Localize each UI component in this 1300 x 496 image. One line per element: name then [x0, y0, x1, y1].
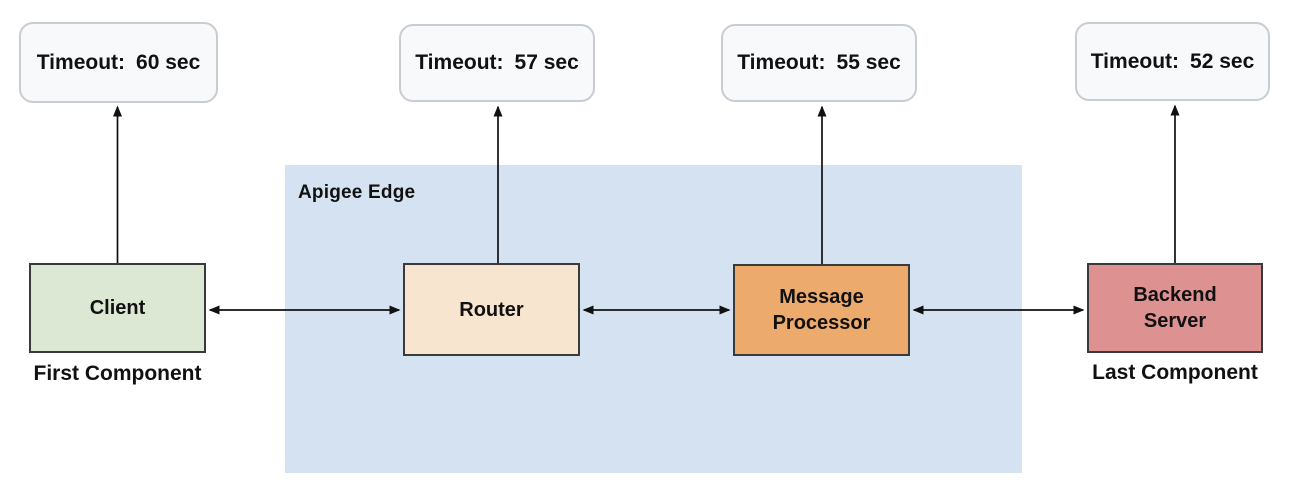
- backend-server-box: Backend Server: [1087, 263, 1263, 353]
- timeout-value: 57 sec: [514, 51, 579, 74]
- apigee-edge-label: Apigee Edge: [298, 182, 416, 203]
- first-component-caption: First Component: [33, 362, 202, 385]
- timeout-label: Timeout:: [36, 50, 126, 74]
- apigee-edge-region: Apigee Edge: [285, 165, 1022, 473]
- client-label: Client: [89, 297, 146, 319]
- router-label: Router: [459, 298, 524, 321]
- timeout-label: Timeout:: [737, 51, 826, 74]
- client-box: Client: [29, 263, 206, 353]
- timeout-value: 52 sec: [1190, 49, 1255, 73]
- message-processor-label: Message Processor: [772, 286, 871, 334]
- router-box: Router: [403, 263, 580, 356]
- timeout-label: Timeout:: [1090, 49, 1180, 73]
- timeout-label: Timeout:: [415, 51, 504, 74]
- timeout-box-router: Timeout: 57 sec: [399, 24, 595, 102]
- timeout-box-client: Timeout: 60 sec: [19, 22, 218, 103]
- timeout-box-backend-server: Timeout: 52 sec: [1075, 22, 1270, 101]
- timeout-value: 55 sec: [836, 51, 901, 74]
- last-component-caption: Last Component: [1092, 361, 1258, 384]
- timeout-box-message-processor: Timeout: 55 sec: [721, 24, 917, 102]
- timeout-value: 60 sec: [136, 50, 201, 74]
- message-processor-box: Message Processor: [733, 264, 910, 356]
- backend-server-label: Backend Server: [1133, 284, 1217, 332]
